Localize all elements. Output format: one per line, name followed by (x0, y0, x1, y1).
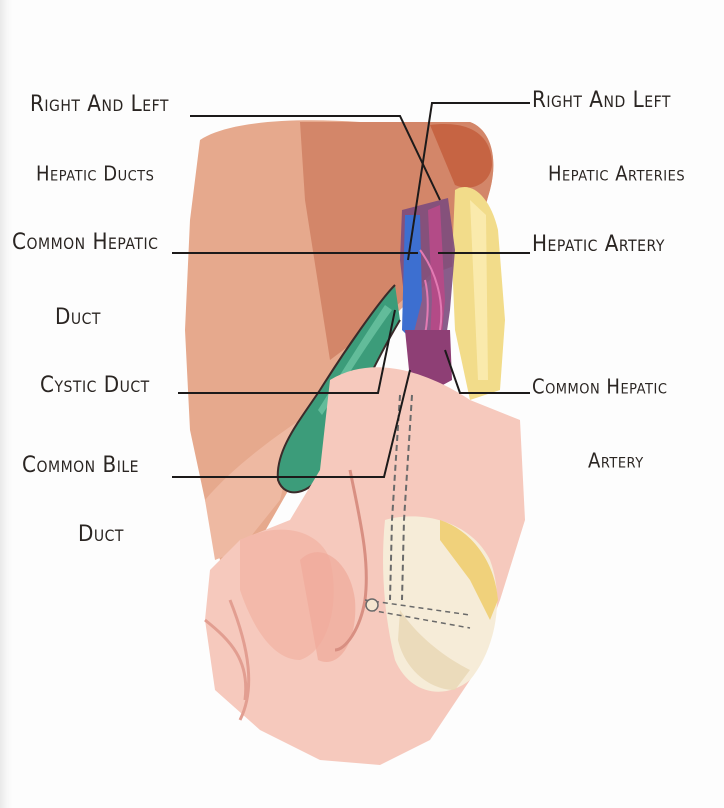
label-right-left-hepatic-ducts-line1: Right And Left (30, 92, 169, 114)
label-common-hepatic-duct-line2: Duct (55, 305, 101, 327)
label-common-bile-duct-line2: Duct (78, 522, 124, 544)
label-cystic-duct: Cystic Duct (40, 373, 150, 395)
label-right-left-hepatic-ducts-line2: Hepatic Ducts (36, 165, 154, 185)
ampulla (366, 599, 378, 611)
label-right-left-hepatic-arteries-line1: Right And Left (532, 88, 671, 110)
label-right-left-hepatic-arteries-line2: Hepatic Arteries (548, 165, 685, 185)
label-common-hepatic-artery-line2: Artery (588, 452, 644, 472)
label-common-hepatic-duct-line1: Common Hepatic (12, 230, 158, 252)
label-common-bile-duct-line1: Common Bile (22, 453, 139, 475)
label-hepatic-artery: Hepatic Artery (532, 232, 665, 254)
label-common-hepatic-artery-line1: Common Hepatic (532, 378, 667, 398)
